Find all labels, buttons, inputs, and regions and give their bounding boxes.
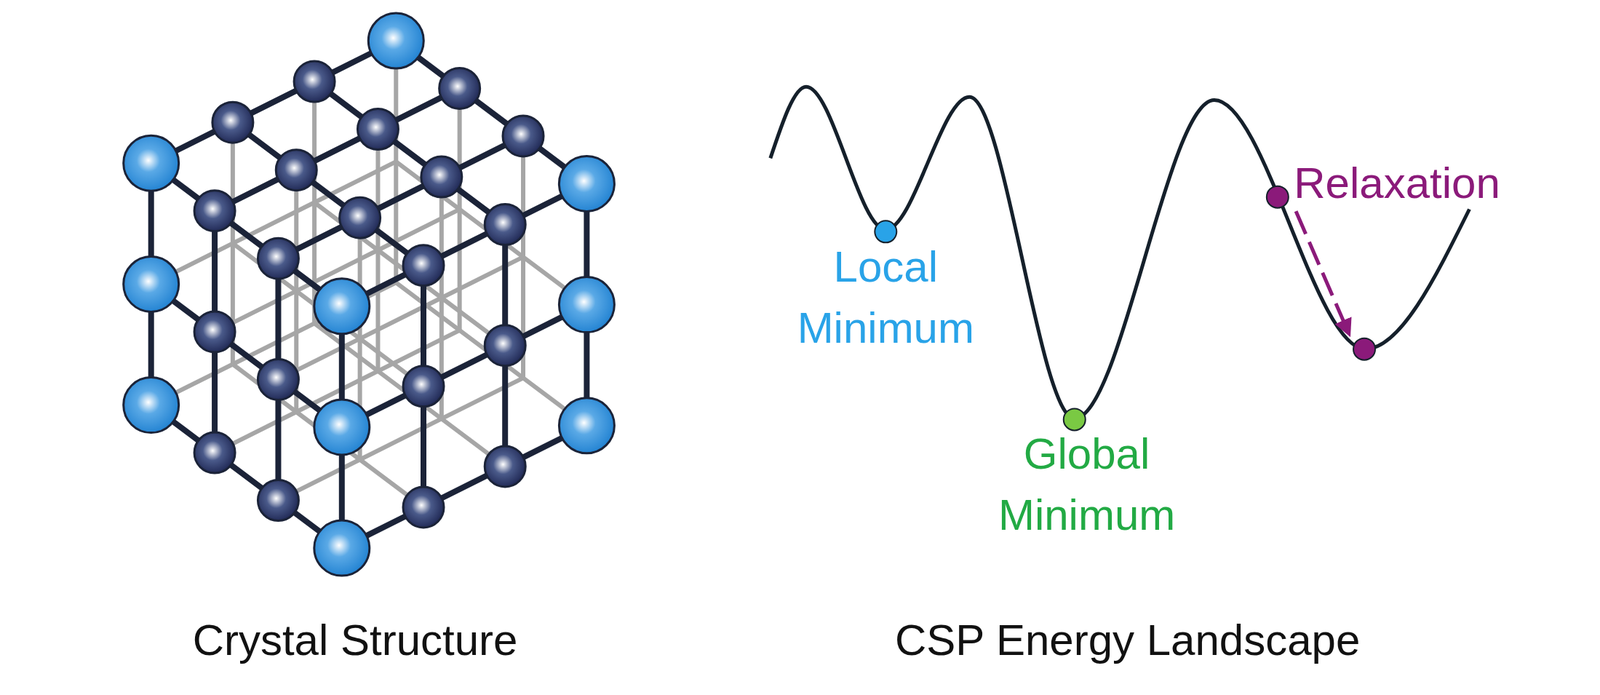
corner-atom bbox=[123, 256, 179, 312]
lattice-atom bbox=[257, 237, 299, 279]
relaxation-start-dot bbox=[1266, 186, 1289, 209]
lattice-atom bbox=[421, 156, 463, 198]
hidden-bond bbox=[395, 282, 460, 330]
lattice-atom bbox=[194, 190, 236, 232]
lattice-atom bbox=[403, 486, 444, 528]
hidden-bond bbox=[520, 256, 526, 378]
crystal-lattice bbox=[123, 13, 615, 576]
local-minimum-dot bbox=[874, 220, 897, 243]
minimum-label: Global Minimum bbox=[966, 423, 1208, 546]
corner-atom bbox=[123, 377, 179, 433]
lattice-atom bbox=[484, 204, 526, 246]
relaxation-label: Relaxation bbox=[1293, 152, 1501, 214]
lattice-atom bbox=[484, 325, 526, 366]
corner-atom bbox=[558, 155, 615, 212]
lattice-atom bbox=[275, 149, 317, 191]
hidden-bond bbox=[375, 250, 380, 372]
hidden-bond bbox=[441, 377, 524, 419]
hidden-bond bbox=[457, 209, 463, 331]
lattice-atom bbox=[257, 480, 299, 521]
panel-caption: Crystal Structure bbox=[192, 609, 519, 671]
hidden-bond bbox=[377, 330, 460, 372]
relaxation-arrow bbox=[1295, 211, 1349, 334]
panel-caption: CSP Energy Landscape bbox=[894, 609, 1360, 671]
minimum-label: Local Minimum bbox=[765, 236, 1006, 359]
lattice-atom bbox=[403, 365, 444, 407]
corner-atom bbox=[558, 277, 615, 333]
corner-atom bbox=[368, 13, 424, 69]
hidden-bond bbox=[360, 297, 442, 339]
lattice-atom bbox=[403, 245, 444, 286]
lattice-atom bbox=[293, 61, 335, 102]
lattice-atom bbox=[194, 311, 236, 353]
lattice-atom bbox=[439, 67, 481, 109]
corner-atom bbox=[314, 520, 370, 576]
corner-atom bbox=[123, 135, 179, 191]
corner-atom bbox=[314, 278, 370, 334]
lattice-atom bbox=[339, 197, 381, 238]
relaxation-end-dot bbox=[1353, 338, 1376, 361]
lattice-atom bbox=[194, 432, 236, 473]
global-minimum-dot bbox=[1063, 408, 1086, 431]
lattice-atom bbox=[257, 358, 299, 400]
lattice-atom bbox=[502, 115, 544, 157]
hidden-bond bbox=[441, 256, 524, 298]
lattice-atom bbox=[484, 446, 526, 487]
hidden-bond bbox=[393, 161, 398, 283]
lattice-atom bbox=[212, 101, 254, 143]
lattice-atom bbox=[357, 109, 398, 150]
hidden-bond bbox=[360, 418, 442, 460]
corner-atom bbox=[558, 397, 615, 454]
corner-atom bbox=[314, 399, 370, 455]
